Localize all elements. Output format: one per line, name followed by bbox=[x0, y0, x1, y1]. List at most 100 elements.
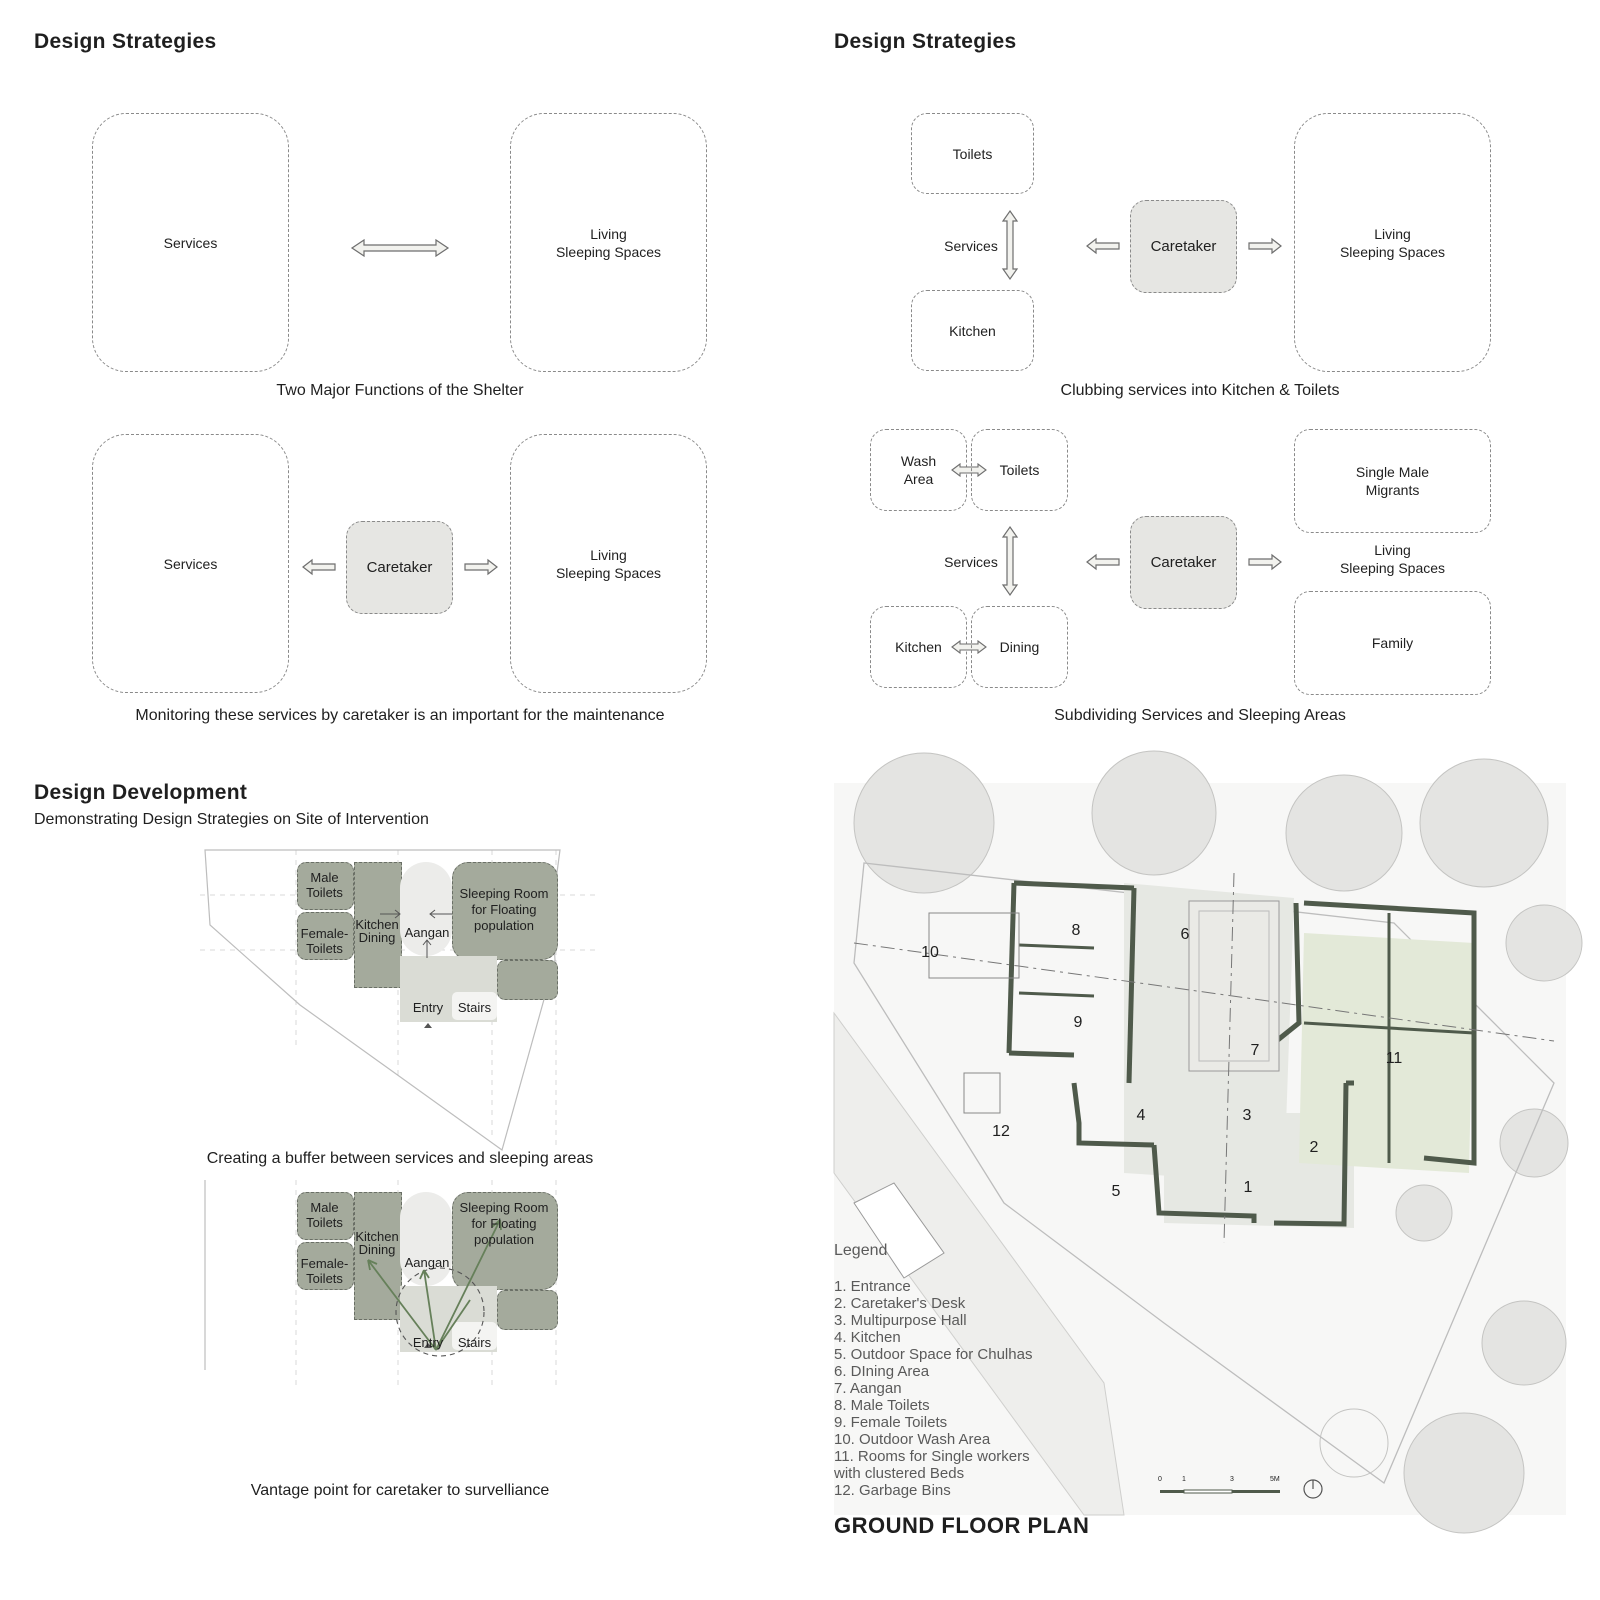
caretaker-box: Caretaker bbox=[346, 521, 453, 614]
vertical-double-arrow-icon bbox=[1001, 525, 1019, 597]
wash-area-box: Wash Area bbox=[870, 429, 967, 511]
migrants-label: Migrants bbox=[1365, 482, 1420, 498]
arrow-left-icon bbox=[1086, 237, 1120, 255]
sleeping-label: Sleeping Spaces bbox=[555, 243, 662, 260]
caption-buffer: Creating a buffer between services and s… bbox=[206, 1150, 594, 1167]
female-toilets-label: Female-Toilets bbox=[300, 926, 349, 956]
family-label: Family bbox=[1371, 635, 1414, 651]
family-box: Family bbox=[1294, 591, 1491, 695]
legend-item: with clustered Beds bbox=[834, 1465, 965, 1482]
floor-plan-drawing bbox=[833, 750, 1583, 1534]
living-box: Living Sleeping Spaces bbox=[510, 113, 707, 372]
sleeping-annex-block bbox=[497, 1290, 558, 1330]
legend-item: 10. Outdoor Wash Area bbox=[834, 1431, 991, 1448]
room-number-5: 5 bbox=[1111, 1183, 1121, 1200]
aangan-label: Aangan bbox=[404, 925, 450, 940]
wash-label: Wash bbox=[900, 453, 937, 469]
legend-item: 11. Rooms for Single workers bbox=[834, 1448, 1030, 1465]
double-arrow-icon bbox=[951, 639, 987, 655]
room-number-8: 8 bbox=[1071, 922, 1081, 939]
aangan-block bbox=[400, 862, 452, 956]
heading-design-strategies-left: Design Strategies bbox=[34, 30, 217, 53]
plan-title: GROUND FLOOR PLAN bbox=[834, 1513, 1090, 1538]
room-number-9: 9 bbox=[1073, 1014, 1083, 1031]
caption-subdividing: Subdividing Services and Sleeping Areas bbox=[1054, 707, 1346, 724]
living-label: Living bbox=[1374, 542, 1411, 558]
heading-design-strategies-right: Design Strategies bbox=[834, 30, 1017, 53]
stairs-block bbox=[452, 1322, 497, 1350]
scale-label-5m: 5M bbox=[1270, 1476, 1280, 1483]
male-toilets-block bbox=[297, 1192, 354, 1240]
toilets-box: Toilets bbox=[911, 113, 1034, 194]
room-number-11: 11 bbox=[1385, 1050, 1403, 1067]
arrow-right-icon bbox=[464, 558, 498, 576]
legend-item: 4. Kitchen bbox=[834, 1329, 901, 1346]
sleeping-room-block bbox=[452, 862, 558, 960]
legend-item: 12. Garbage Bins bbox=[834, 1482, 951, 1499]
services-label: Services bbox=[944, 238, 998, 254]
services-box: Services bbox=[92, 434, 289, 693]
room-number-6: 6 bbox=[1180, 926, 1190, 943]
female-toilets-label: Female-Toilets bbox=[300, 1256, 349, 1286]
toilets-label: Toilets bbox=[952, 145, 993, 162]
female-toilets-block bbox=[297, 1242, 354, 1290]
legend-list: 1. Entrance 2. Caretaker's Desk 3. Multi… bbox=[834, 1278, 1032, 1499]
legend-item: 3. Multipurpose Hall bbox=[834, 1312, 967, 1329]
vertical-double-arrow-icon bbox=[1001, 209, 1019, 281]
caption-caretaker-monitoring: Monitoring these services by caretaker i… bbox=[135, 707, 665, 724]
living-label: Living bbox=[1374, 225, 1411, 242]
single-male-migrants-box: Single Male Migrants bbox=[1294, 429, 1491, 533]
caption-two-functions: Two Major Functions of the Shelter bbox=[276, 382, 524, 399]
room-number-3: 3 bbox=[1242, 1107, 1252, 1124]
stairs-block bbox=[452, 992, 497, 1020]
kitchen-label: Kitchen bbox=[949, 322, 996, 339]
caption-clubbing-services: Clubbing services into Kitchen & Toilets bbox=[1060, 382, 1340, 399]
entry-label: Entry bbox=[412, 1335, 444, 1350]
stairs-label: Stairs bbox=[457, 1335, 492, 1350]
services-label: Services bbox=[944, 554, 998, 570]
caretaker-label: Caretaker bbox=[366, 558, 433, 576]
legend-item: 8. Male Toilets bbox=[834, 1397, 930, 1414]
services-label: Services bbox=[163, 555, 218, 572]
sleeping-label: Sleeping Spaces bbox=[1339, 243, 1446, 260]
caption-vantage: Vantage point for caretaker to survellia… bbox=[250, 1482, 550, 1499]
scale-label-1: 1 bbox=[1182, 1476, 1186, 1483]
scale-label-3: 3 bbox=[1230, 1476, 1234, 1483]
scale-bar: 0 1 3 5M bbox=[1158, 1476, 1284, 1500]
sleeping-label: Sleeping Spaces bbox=[1339, 560, 1446, 576]
toilets-label: Toilets bbox=[999, 462, 1040, 478]
dining-box: Dining bbox=[971, 606, 1068, 688]
caretaker-box: Caretaker bbox=[1130, 200, 1237, 293]
legend-item: 6. DIning Area bbox=[834, 1363, 930, 1380]
entry-label: Entry bbox=[412, 1000, 444, 1015]
services-box: Services bbox=[92, 113, 289, 372]
arrow-left-icon bbox=[1086, 553, 1120, 571]
double-arrow-icon bbox=[951, 462, 987, 478]
room-number-4: 4 bbox=[1136, 1107, 1146, 1124]
room-number-1: 1 bbox=[1243, 1179, 1253, 1196]
arrow-right-icon bbox=[1248, 237, 1282, 255]
heading-development-subtitle: Demonstrating Design Strategies on Site … bbox=[34, 811, 429, 828]
kitchen-dining-block bbox=[354, 1192, 402, 1320]
double-arrow-icon bbox=[350, 238, 450, 258]
legend-item: 5. Outdoor Space for Chulhas bbox=[834, 1346, 1033, 1363]
living-label: Living bbox=[590, 546, 627, 563]
room-number-2: 2 bbox=[1309, 1139, 1319, 1156]
sleeping-annex-block bbox=[497, 960, 558, 1000]
legend-title: Legend bbox=[834, 1242, 888, 1259]
legend-item: 9. Female Toilets bbox=[834, 1414, 948, 1431]
legend-item: 2. Caretaker's Desk bbox=[834, 1295, 966, 1312]
sleeping-label: Sleeping Spaces bbox=[555, 564, 662, 581]
scale-bar-graphic bbox=[1160, 1489, 1280, 1494]
living-box: Living Sleeping Spaces bbox=[510, 434, 707, 693]
stairs-label: Stairs bbox=[457, 1000, 492, 1015]
heading-design-development: Design Development bbox=[34, 781, 248, 804]
dining-label: Dining bbox=[999, 639, 1040, 655]
aangan-label: Aangan bbox=[404, 1255, 450, 1270]
toilets-box: Toilets bbox=[971, 429, 1068, 511]
